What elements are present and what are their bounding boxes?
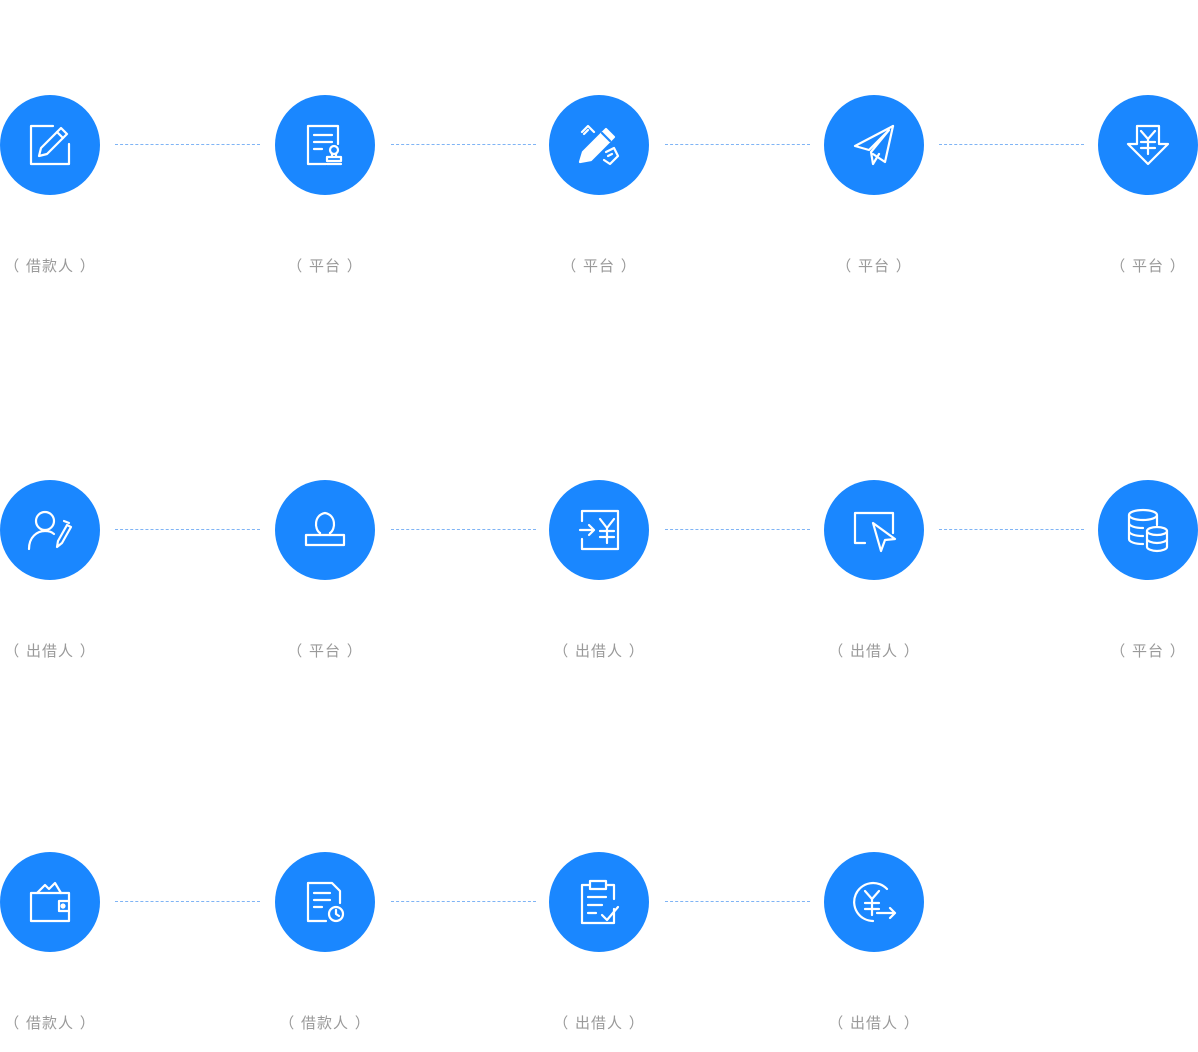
connector-line <box>391 901 536 902</box>
document-clock-icon <box>306 881 345 923</box>
step-1-2: （ 平台 ） <box>275 95 375 275</box>
step-role-label: （ 平台 ） <box>561 257 637 275</box>
connector-line <box>391 529 536 530</box>
step-role-label: （ 出借人 ） <box>553 1014 645 1032</box>
connector-line <box>939 529 1084 530</box>
step-3-3: （ 出借人 ） <box>549 852 649 1032</box>
pencil-sign-icon <box>578 124 620 166</box>
connector-line <box>391 144 536 145</box>
step-circle <box>0 95 100 195</box>
step-role-label: （ 平台 ） <box>1110 257 1186 275</box>
wallet-icon <box>29 881 71 923</box>
step-role-label: （ 出借人 ） <box>4 642 96 660</box>
step-1-3: （ 平台 ） <box>549 95 649 275</box>
step-circle <box>549 852 649 952</box>
paper-plane-icon <box>853 124 895 166</box>
step-circle <box>0 480 100 580</box>
step-3-1: （ 借款人 ） <box>0 852 100 1032</box>
step-circle <box>824 852 924 952</box>
document-stamp-icon <box>306 124 343 166</box>
process-row-2: （ 出借人 ） （ 平台 ） （ 出借人 ） <box>0 480 1198 680</box>
step-role-label: （ 出借人 ） <box>553 642 645 660</box>
connector-line <box>115 529 260 530</box>
step-2-1: （ 出借人 ） <box>0 480 100 660</box>
step-circle <box>549 95 649 195</box>
step-role-label: （ 借款人 ） <box>279 1014 371 1032</box>
clipboard-check-icon <box>580 879 620 925</box>
step-1-5: （ 平台 ） <box>1098 95 1198 275</box>
connector-line <box>115 144 260 145</box>
step-role-label: （ 出借人 ） <box>828 1014 920 1032</box>
connector-line <box>665 144 810 145</box>
yen-download-icon <box>1126 124 1170 166</box>
step-role-label: （ 借款人 ） <box>4 257 96 275</box>
process-row-3: （ 借款人 ） （ 借款人 ） （ 出借人 ） <box>0 852 1198 1052</box>
step-1-1: （ 借款人 ） <box>0 95 100 275</box>
step-2-2: （ 平台 ） <box>275 480 375 660</box>
yen-return-icon <box>853 881 897 923</box>
step-role-label: （ 平台 ） <box>287 257 363 275</box>
user-edit-icon <box>27 510 73 551</box>
yen-transfer-in-icon <box>578 509 620 551</box>
cursor-click-icon <box>853 511 897 553</box>
step-circle <box>824 480 924 580</box>
connector-line <box>665 901 810 902</box>
step-circle <box>0 852 100 952</box>
step-role-label: （ 平台 ） <box>1110 642 1186 660</box>
step-3-2: （ 借款人 ） <box>275 852 375 1032</box>
step-circle <box>1098 480 1198 580</box>
process-row-1: （ 借款人 ） （ 平台 ） （ 平台 ） <box>0 95 1198 295</box>
connector-line <box>665 529 810 530</box>
step-3-4: （ 出借人 ） <box>824 852 924 1032</box>
step-circle <box>1098 95 1198 195</box>
connector-line <box>939 144 1084 145</box>
step-2-5: （ 平台 ） <box>1098 480 1198 660</box>
step-circle <box>275 480 375 580</box>
connector-line <box>115 901 260 902</box>
step-2-3: （ 出借人 ） <box>549 480 649 660</box>
step-circle <box>549 480 649 580</box>
step-role-label: （ 平台 ） <box>836 257 912 275</box>
stamp-icon <box>304 511 346 547</box>
step-role-label: （ 借款人 ） <box>4 1014 96 1032</box>
step-role-label: （ 出借人 ） <box>828 642 920 660</box>
edit-form-icon <box>29 124 71 166</box>
database-coins-icon <box>1127 508 1169 553</box>
step-circle <box>275 852 375 952</box>
step-circle <box>824 95 924 195</box>
step-circle <box>275 95 375 195</box>
step-1-4: （ 平台 ） <box>824 95 924 275</box>
step-role-label: （ 平台 ） <box>287 642 363 660</box>
step-2-4: （ 出借人 ） <box>824 480 924 660</box>
